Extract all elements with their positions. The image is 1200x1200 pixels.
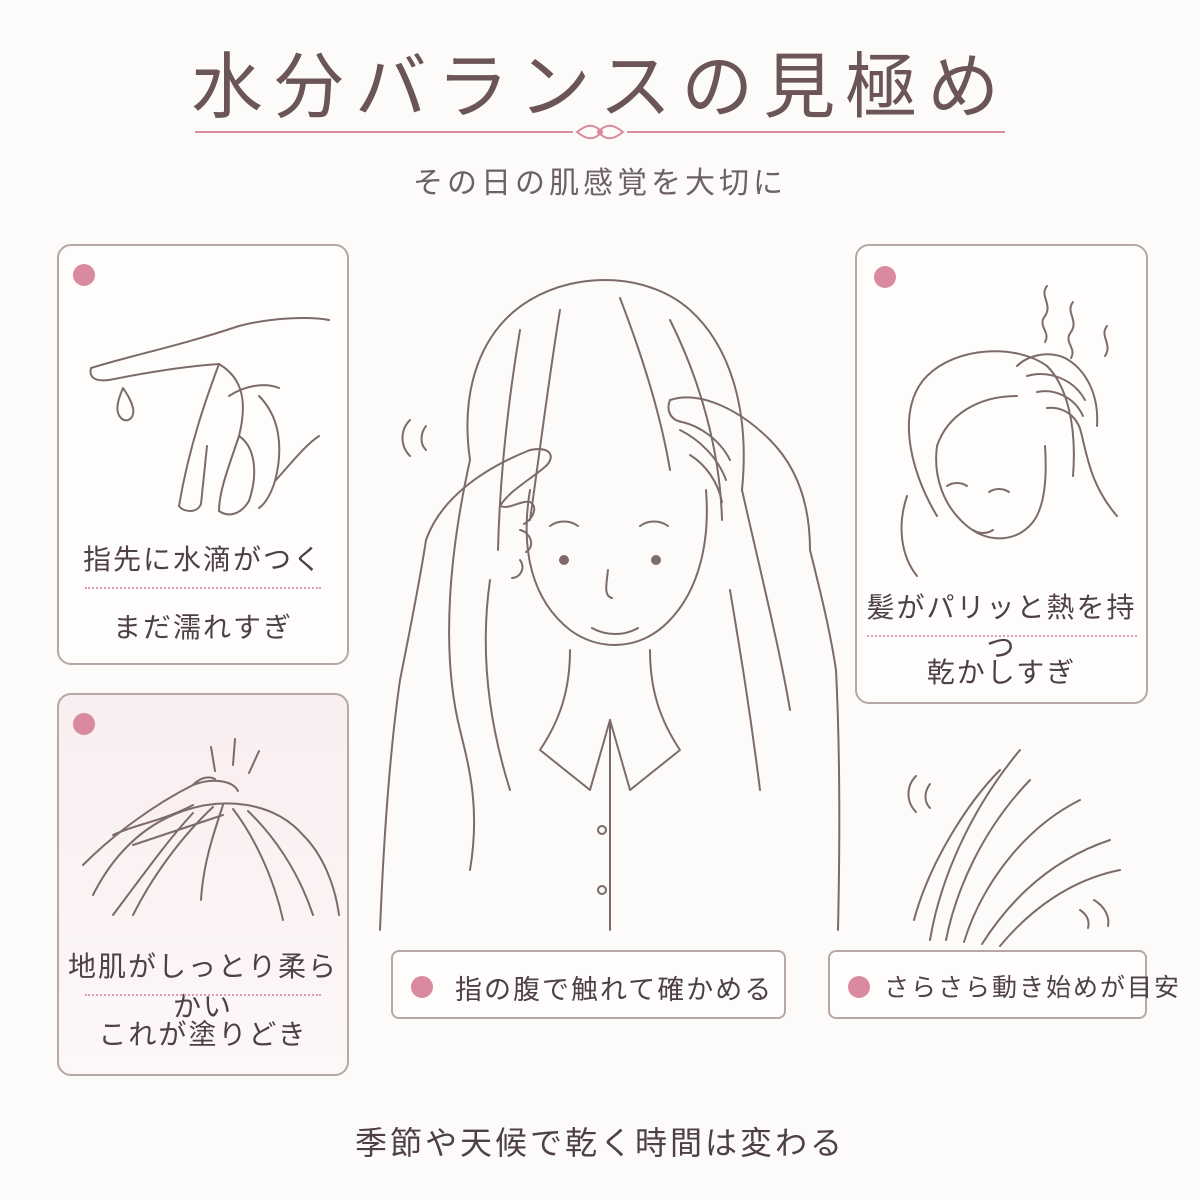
tip-bullet [848,976,870,998]
card-bullet [874,266,896,288]
card-divider [867,635,1137,637]
fingertip-water-drop-icon [89,317,330,516]
card-too-wet: 指先に水滴がつく まだ濡れすぎ [57,244,349,665]
card-ideal: 地肌がしっとり柔らかい これが塗りどき [57,693,349,1076]
woman-checking-scalp-illustration [379,279,841,931]
footer-note: 季節や天候で乾く時間は変わる [354,1124,845,1162]
tip-movement: さらさら動き始めが目安 [828,950,1179,1019]
card-note: 乾かしすぎ [926,656,1077,689]
tip-bullet [411,976,433,998]
tip-text: さらさら動き始めが目安 [884,973,1182,1002]
card-too-dry: 髪がパリッと熱を持つ 乾かしすぎ [855,244,1148,704]
card-note: まだ濡れすぎ [112,611,293,644]
card-divider [85,994,321,996]
title-divider [195,124,1005,140]
page-title: 水分バランスの見極め [190,45,1010,129]
card-note: これが塗りどき [98,1018,308,1051]
woman-dry-hair-icon [900,285,1118,577]
flowing-hair-strands-icon [907,749,1121,947]
card-divider [85,587,321,589]
card-bullet [73,713,95,735]
tip-touch: 指の腹で触れて確かめる [391,950,786,1019]
page-subtitle: その日の肌感覚を大切に [413,166,787,201]
card-bullet [73,264,95,286]
tip-text: 指の腹で触れて確かめる [455,975,774,1006]
card-title: 指先に水滴がつく [82,543,323,576]
scalp-touch-icon [82,738,340,921]
